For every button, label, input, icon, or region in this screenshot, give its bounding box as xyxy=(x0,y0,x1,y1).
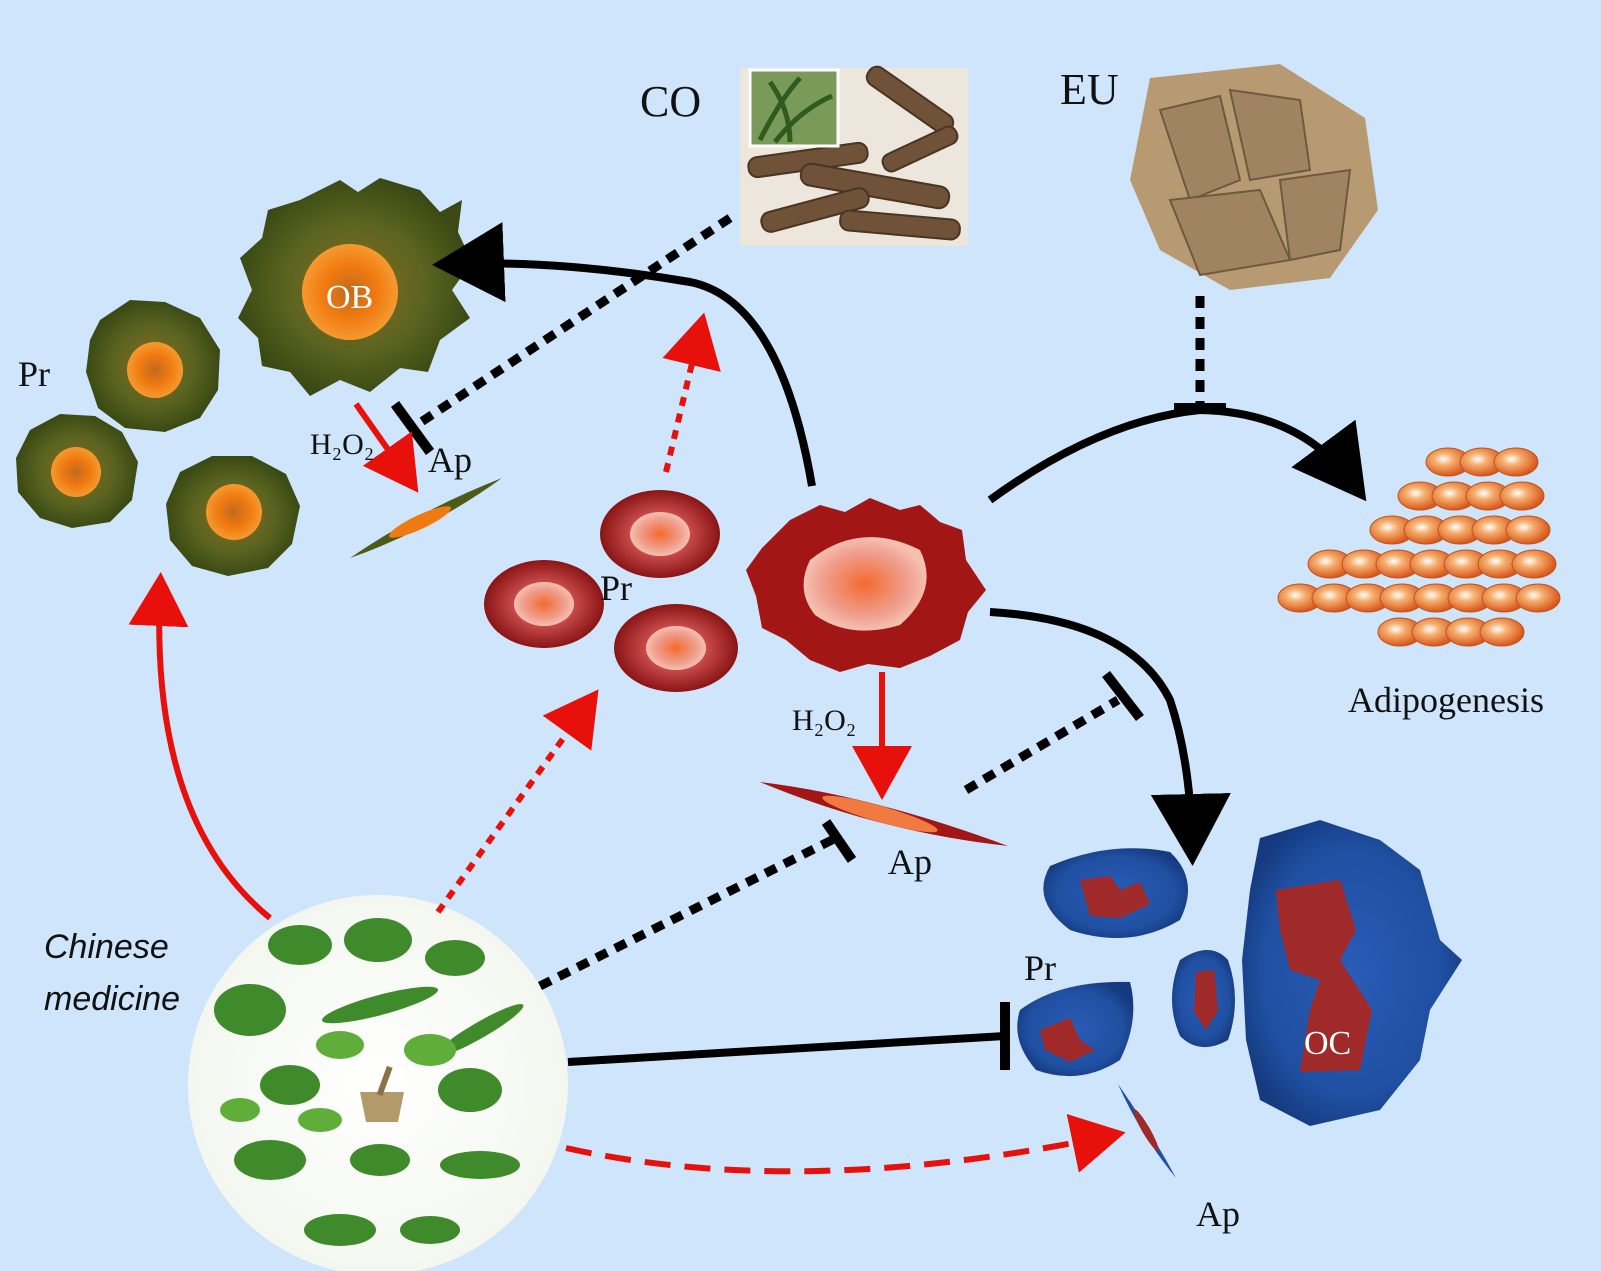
label-co: CO xyxy=(640,77,701,126)
label-adipogenesis: Adipogenesis xyxy=(1348,680,1544,720)
label-pr-stem: Pr xyxy=(600,568,632,608)
osteoclast-progenitor-cell-3 xyxy=(1172,950,1235,1048)
label-h2o2-osteoblast: H₂O₂ xyxy=(310,428,374,461)
osteoblast-apoptotic-cell xyxy=(350,478,502,558)
medicine-inhibits-stem-apoptosis xyxy=(537,819,857,991)
osteoblast-h2o2-apoptosis-arrow xyxy=(353,402,419,493)
label-pr-osteoblast: Pr xyxy=(18,354,50,394)
osteoclast-apoptotic-cell xyxy=(1118,1084,1176,1178)
osteoclast-progenitor-cell-2 xyxy=(1017,981,1134,1077)
eu-bark-image xyxy=(1130,64,1378,290)
adipocyte-11 xyxy=(1505,515,1551,545)
label-ap-stem: Ap xyxy=(888,842,932,882)
label-ap-osteoclast: Ap xyxy=(1196,1194,1240,1234)
adipocyte-30 xyxy=(1479,617,1525,647)
medicine-promotes-osteoblast-arrow xyxy=(128,572,272,921)
osteoblast-cell-small-1 xyxy=(86,300,220,432)
stem-to-osteoblast-arrow xyxy=(432,222,816,487)
label-ap-osteoblast: Ap xyxy=(428,440,472,480)
chinese-medicine-herbs-image xyxy=(188,895,568,1271)
adipocyte-cluster xyxy=(1277,447,1561,647)
adipocyte-26 xyxy=(1515,583,1561,613)
adipocyte-6 xyxy=(1499,481,1545,511)
stem-apoptotic-cell xyxy=(760,782,1008,846)
osteoclast-cell-large xyxy=(1242,820,1462,1126)
medicine-inhibits-osteoclast-progenitor xyxy=(567,1002,1010,1070)
label-pr-osteoclast: Pr xyxy=(1024,948,1056,988)
adipocyte-18 xyxy=(1511,549,1557,579)
co-herb-image xyxy=(740,65,968,246)
stem-cell-large xyxy=(746,498,986,672)
eu-inhibits-adipogenesis xyxy=(1174,296,1226,413)
osteoclast-progenitor-cell-1 xyxy=(1043,848,1188,938)
stem-promotes-osteoblast-dotted-arrow xyxy=(662,312,721,473)
stem-progenitor-cell-2 xyxy=(484,560,604,648)
stem-progenitor-cell-3 xyxy=(614,604,738,692)
label-ob: OB xyxy=(326,279,373,316)
mortar-pestle xyxy=(360,1065,404,1122)
osteoblast-cell-small-3 xyxy=(166,456,300,576)
label-oc: OC xyxy=(1304,1025,1351,1062)
medicine-promotes-osteoclast-apoptosis-dashed-arrow xyxy=(565,1113,1126,1175)
stem-to-adipogenesis-arrow xyxy=(987,405,1367,504)
stem-progenitor-cell-1 xyxy=(600,490,720,578)
label-chinese-medicine-line2: medicine xyxy=(44,980,180,1018)
label-chinese-medicine-line1: Chinese xyxy=(44,928,169,966)
adipocyte-2 xyxy=(1493,447,1539,477)
label-eu: EU xyxy=(1060,65,1119,114)
co-inhibits-osteoblast-apoptosis xyxy=(390,214,733,455)
stem-to-osteoclast-arrow xyxy=(989,608,1231,866)
osteoblast-cell-small-2 xyxy=(16,414,138,528)
label-h2o2-stem: H₂O₂ xyxy=(792,704,856,737)
stem-apoptosis-inhibits-osteoclast-path xyxy=(963,670,1144,794)
osteoblast-cell-large xyxy=(238,178,472,396)
medicine-promotes-stem-dotted-arrow xyxy=(435,689,599,914)
